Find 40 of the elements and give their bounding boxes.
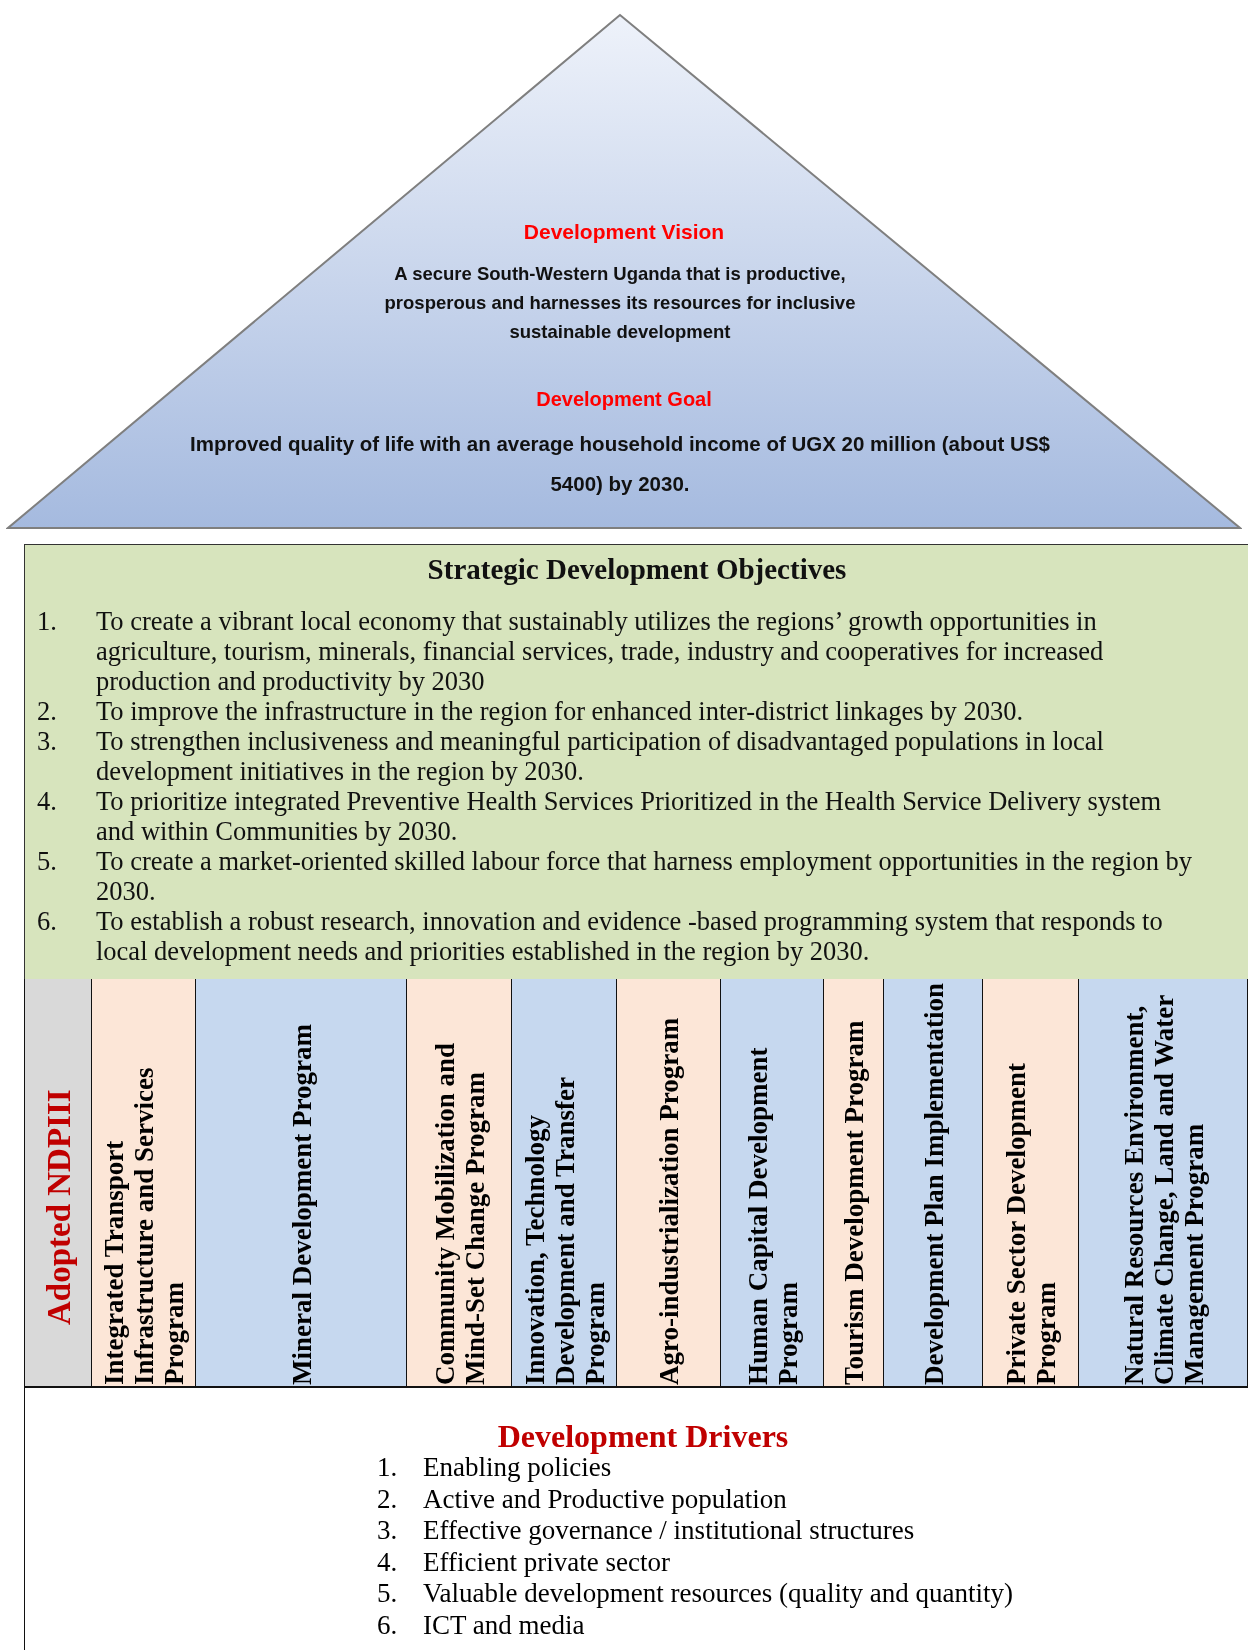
pillar-column	[983, 979, 1079, 1387]
objective-item: 3. To strengthen inclusiveness and meaningful participation of disadvantaged populations in local development initiatives in the region by 2030.	[37, 726, 1105, 786]
pillar-column	[512, 979, 617, 1387]
vision-statement: A secure South-Western Uganda that is productive, prosperous and harnesses its resources for inclusive sustainable development	[383, 262, 857, 344]
pillar-column	[617, 979, 721, 1387]
objective-item: 6. To establish a robust research, innovation and evidence -based programming system that responds to local development needs and priorities established in the region by 2030.	[37, 906, 1164, 966]
pillar-label: Tourism Development Program	[839, 1020, 869, 1385]
objective-item: 5. To create a market-oriented skilled labour force that harness employment opportunities in the region by 2030.	[37, 846, 1194, 906]
pillar-label: Private Sector Development Program	[1001, 1062, 1061, 1385]
driver-item: 5. Valuable development resources (quality and quantity)	[377, 1578, 1014, 1608]
objective-item: 1. To create a vibrant local economy that sustainably utilizes the regions’ growth opportunities in agriculture, tourism, minerals, financial services, trade, industry and cooperatives for increased production and productivity by 2030	[37, 606, 1105, 696]
pillar-column	[824, 979, 884, 1387]
panel-heading: Development Drivers	[496, 1418, 790, 1455]
pillar-label: Agro-industrialization Program	[654, 1017, 684, 1385]
pillar-column	[407, 979, 512, 1387]
pillar-label: Human Capital Development Program	[742, 1046, 803, 1385]
pillar-label: Community Mobilization and Mind-Set Change Program	[429, 1041, 490, 1385]
pillar-column	[24, 979, 92, 1387]
pillar-label: Integrated Transport Infrastructure and Services Program	[99, 1066, 189, 1385]
section-heading: Development Goal	[535, 387, 713, 412]
pillar-column	[92, 979, 196, 1387]
pillar-column	[196, 979, 407, 1387]
section-heading: Development Vision	[522, 219, 726, 245]
pillar-heading: Adopted NDPIII	[41, 1089, 77, 1325]
panel-heading: Strategic Development Objectives	[426, 553, 848, 586]
pillar-label: Innovation, Technology Development and Transfer Program	[519, 1076, 610, 1385]
pillar-column	[884, 979, 983, 1387]
goal-statement: Improved quality of life with an average household income of UGX 20 million (about US$ 5400) by 2030.	[189, 431, 1051, 497]
objective-item: 4. To prioritize integrated Preventive Health Services Prioritized in the Health Service Delivery system and within Communities by 2030.	[37, 786, 1163, 846]
driver-item: 3. Effective governance / institutional structures	[377, 1515, 915, 1545]
pillar-label: Development Plan Implementation	[918, 983, 949, 1385]
objective-item: 2. To improve the infrastructure in the region for enhanced inter-district linkages by 2030.	[37, 696, 1025, 726]
driver-item: 2. Active and Productive population	[377, 1483, 787, 1514]
pillar-label: Mineral Development Program	[286, 1024, 317, 1385]
pillar-column	[1079, 979, 1248, 1387]
driver-item: 4. Efficient private sector	[377, 1546, 670, 1577]
pillar-column	[721, 979, 824, 1387]
objectives-panel	[24, 544, 1248, 980]
pillar-label: Natural Resources Environment, Climate Change, Land and Water Management Program	[1118, 994, 1209, 1385]
driver-item: 6. ICT and media	[377, 1609, 585, 1640]
